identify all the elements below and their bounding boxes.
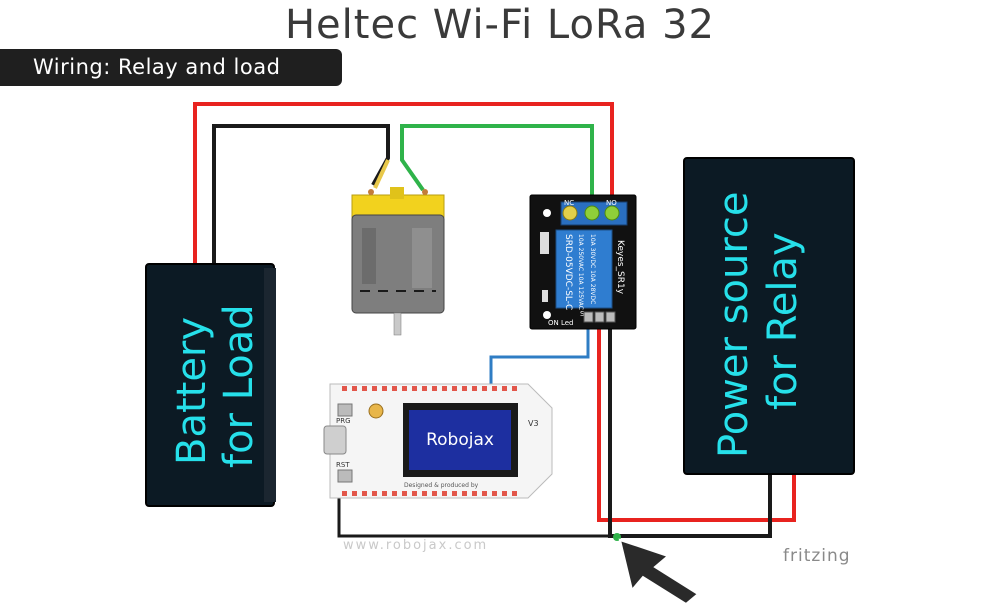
dc-motor: [351, 187, 445, 336]
pointer-arrow: [618, 538, 700, 604]
diagram-title: Heltec Wi-Fi LoRa 32: [284, 2, 716, 48]
fritzing-logo: fritzing: [783, 546, 851, 566]
relay-model-text: SRD-05VDC-SL-C: [563, 234, 573, 310]
relay-pin-s: S: [580, 310, 585, 318]
relay-rating-2: 10A 30VDC 10A 28VDC: [589, 234, 596, 304]
watermark-text: www.robojax.com: [343, 538, 489, 553]
power-label-line2: for Relay: [760, 232, 806, 410]
power-label-line1: Power source: [711, 192, 757, 458]
relay-terminal-no: NO: [606, 199, 617, 207]
relay-pin-label: ON Led: [548, 319, 574, 327]
battery-for-load: Battery for Load: [145, 263, 276, 507]
blue-signal-wire: [489, 320, 590, 388]
red-wire-battery-to-relay: [193, 102, 614, 265]
subtitle-text: Wiring: Relay and load: [33, 55, 281, 79]
motor-lead-left: [373, 159, 390, 189]
subtitle-banner: Wiring: Relay and load: [0, 49, 342, 86]
power-source-for-relay: Power source for Relay: [683, 157, 855, 475]
black-wire-board-gnd: [337, 494, 614, 538]
red-wire-relay-to-power: [597, 320, 796, 522]
relay-rating-1: 10A 250VAC 10A 125VAC: [577, 234, 584, 310]
board-screen-text: Robojax: [426, 430, 494, 450]
board-prg-label: PRG: [336, 417, 351, 425]
board-rst-label: RST: [336, 461, 350, 469]
heltec-board: PRG RST Robojax V3 Designed & produced b…: [323, 383, 553, 499]
relay-brand: Keyes_SR1y: [615, 240, 625, 295]
board-version: V3: [528, 419, 539, 428]
board-footer: Designed & produced by: [404, 482, 479, 489]
black-wire-relay-gnd: [608, 320, 772, 538]
relay-terminal-nc: NC: [564, 199, 574, 207]
relay-module: NC NO SRD-05VDC-SL-C 10A 250VAC 10A 125V…: [529, 194, 637, 330]
green-wire-motor-to-relay: [400, 124, 594, 212]
battery-label-line1: Battery: [169, 317, 215, 465]
battery-label-line2: for Load: [216, 304, 262, 468]
